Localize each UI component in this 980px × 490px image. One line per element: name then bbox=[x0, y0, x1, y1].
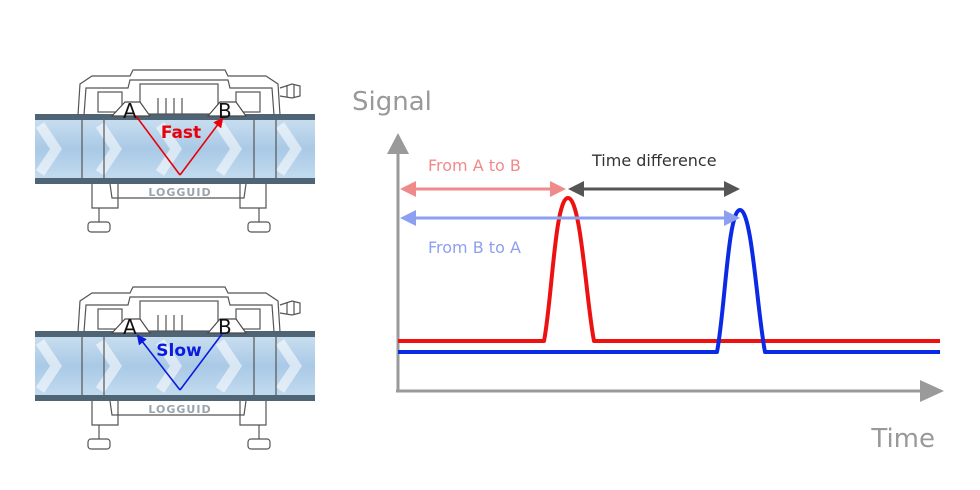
fast-label: Fast bbox=[161, 123, 201, 143]
signal-graph: Signal Time From A to B Time difference … bbox=[352, 87, 944, 454]
x-axis-label: Time bbox=[870, 424, 935, 454]
signal-b-to-a bbox=[398, 208, 940, 354]
sensor-top: A B Fast bbox=[35, 70, 315, 232]
time-difference-span: Time difference bbox=[568, 151, 740, 197]
path-a-to-b bbox=[135, 115, 224, 176]
label-a: A bbox=[123, 99, 137, 123]
sensor-bottom: A B Slow bbox=[35, 287, 315, 449]
label-b: B bbox=[218, 315, 232, 339]
label-a: A bbox=[123, 315, 137, 339]
label-b: B bbox=[218, 99, 232, 123]
b-to-a-span: From B to A bbox=[400, 210, 740, 257]
a-to-b-label: From A to B bbox=[428, 156, 521, 175]
y-axis-label: Signal bbox=[352, 87, 432, 117]
signal-a-to-b bbox=[398, 196, 940, 343]
x-axis bbox=[396, 380, 944, 402]
a-to-b-span: From A to B bbox=[400, 156, 566, 197]
path-b-to-a bbox=[136, 333, 223, 391]
slow-label: Slow bbox=[156, 341, 202, 361]
b-to-a-label: From B to A bbox=[428, 238, 521, 257]
time-difference-label: Time difference bbox=[591, 151, 717, 170]
